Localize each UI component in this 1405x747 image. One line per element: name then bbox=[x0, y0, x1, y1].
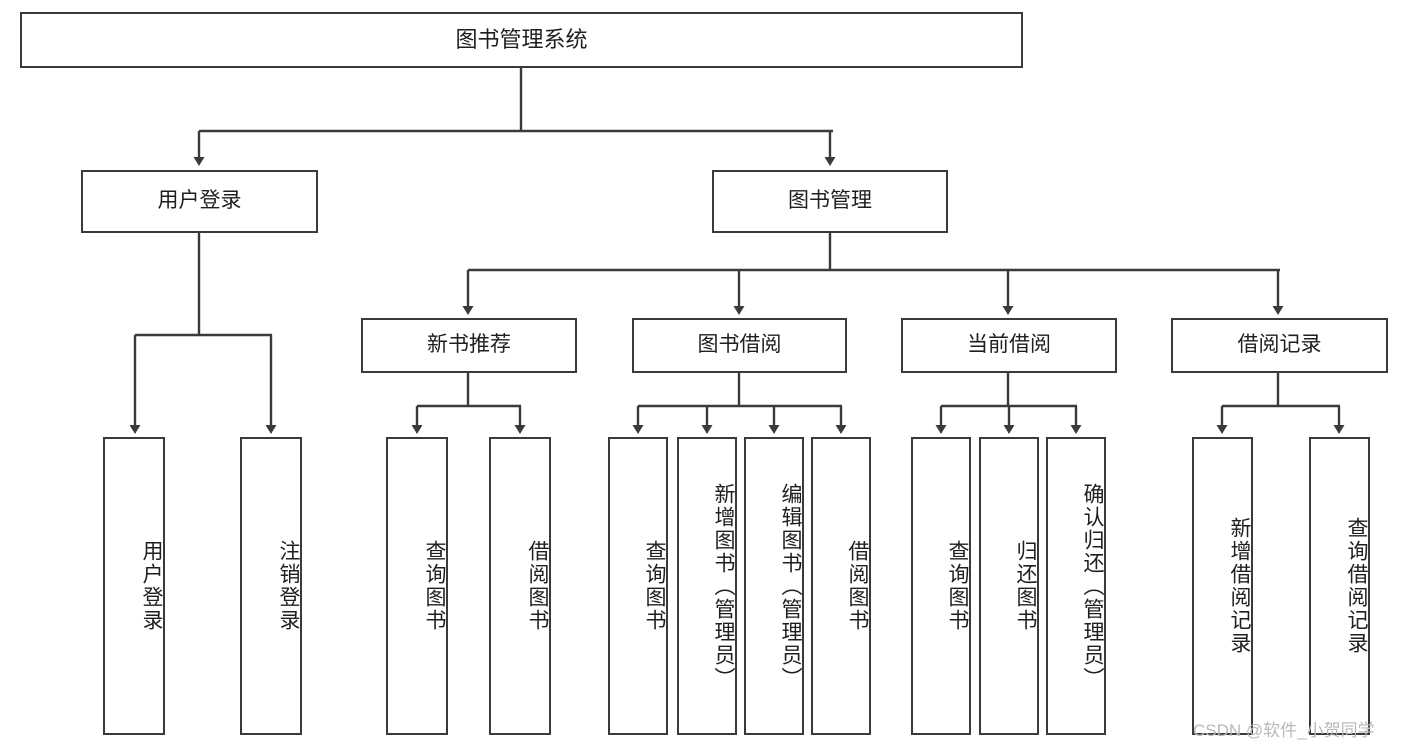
csdn-watermark: CSDN @软件_小贺同学 bbox=[1193, 721, 1375, 740]
node-leaf-return-book[interactable]: 归还图书 bbox=[979, 437, 1039, 735]
node-new-book-recommend[interactable]: 新书推荐 bbox=[361, 318, 577, 373]
node-leaf-add-record[interactable]: 新增借阅记录 bbox=[1192, 437, 1253, 735]
node-book-management[interactable]: 图书管理 bbox=[712, 170, 948, 233]
node-leaf-user-login[interactable]: 用户登录 bbox=[103, 437, 165, 735]
node-leaf-add-book-label: 新增图书（管理员） bbox=[712, 482, 735, 690]
node-leaf-query-book-3-label: 查询图书 bbox=[946, 540, 969, 632]
node-user-login[interactable]: 用户登录 bbox=[81, 170, 318, 233]
node-book-borrow[interactable]: 图书借阅 bbox=[632, 318, 847, 373]
node-leaf-return-book-label: 归还图书 bbox=[1014, 540, 1037, 632]
node-leaf-borrow-book-1[interactable]: 借阅图书 bbox=[489, 437, 551, 735]
node-leaf-query-book-2-label: 查询图书 bbox=[643, 540, 666, 632]
node-leaf-query-record[interactable]: 查询借阅记录 bbox=[1309, 437, 1370, 735]
node-leaf-borrow-book-1-label: 借阅图书 bbox=[526, 540, 549, 632]
node-root-system[interactable]: 图书管理系统 bbox=[20, 12, 1023, 68]
node-leaf-query-book-2[interactable]: 查询图书 bbox=[608, 437, 668, 735]
node-leaf-query-book-1-label: 查询图书 bbox=[423, 540, 446, 632]
node-leaf-confirm-return[interactable]: 确认归还（管理员） bbox=[1046, 437, 1106, 735]
node-leaf-borrow-book-2[interactable]: 借阅图书 bbox=[811, 437, 871, 735]
node-leaf-add-record-label: 新增借阅记录 bbox=[1228, 517, 1251, 655]
node-leaf-logout[interactable]: 注销登录 bbox=[240, 437, 302, 735]
node-borrow-record[interactable]: 借阅记录 bbox=[1171, 318, 1388, 373]
node-leaf-query-book-1[interactable]: 查询图书 bbox=[386, 437, 448, 735]
node-leaf-query-record-label: 查询借阅记录 bbox=[1345, 517, 1368, 655]
node-leaf-add-book[interactable]: 新增图书（管理员） bbox=[677, 437, 737, 735]
node-leaf-logout-label: 注销登录 bbox=[277, 540, 300, 632]
node-leaf-query-book-3[interactable]: 查询图书 bbox=[911, 437, 971, 735]
node-current-borrow[interactable]: 当前借阅 bbox=[901, 318, 1117, 373]
node-leaf-borrow-book-2-label: 借阅图书 bbox=[846, 540, 869, 632]
node-leaf-confirm-return-label: 确认归还（管理员） bbox=[1081, 482, 1104, 690]
node-leaf-edit-book-label: 编辑图书（管理员） bbox=[779, 482, 802, 690]
node-leaf-user-login-label: 用户登录 bbox=[140, 540, 163, 632]
node-leaf-edit-book[interactable]: 编辑图书（管理员） bbox=[744, 437, 804, 735]
